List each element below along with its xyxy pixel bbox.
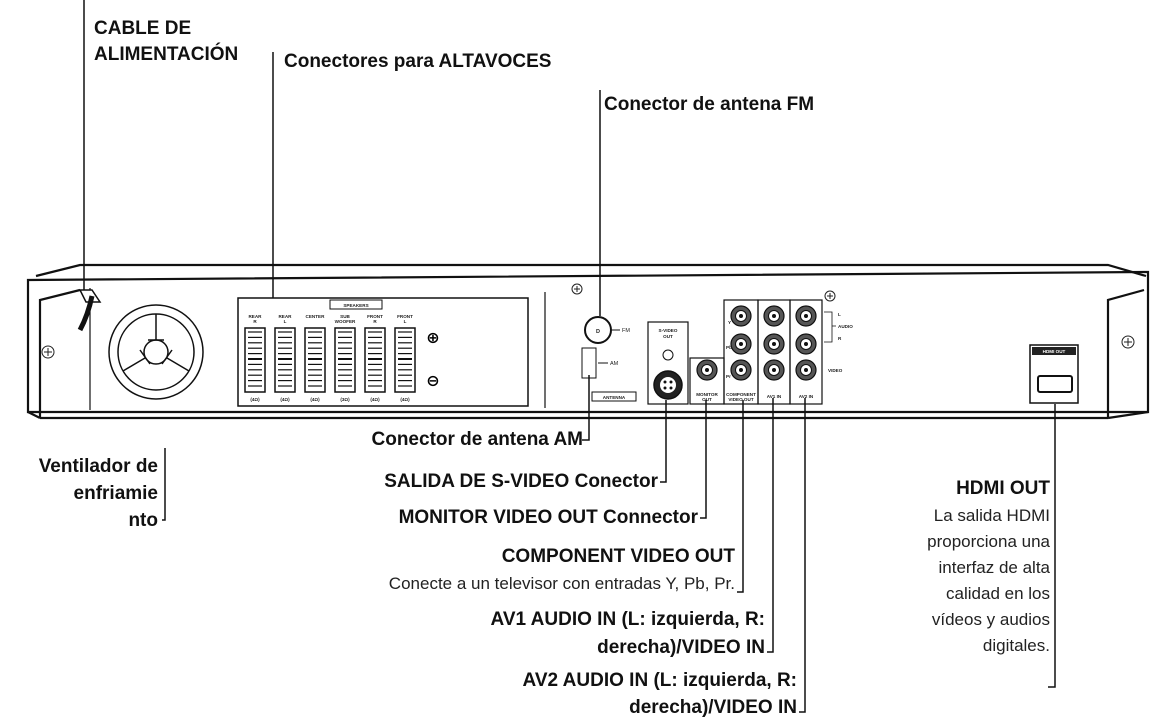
speaker-terminal: CENTER (4Ω) — [304, 314, 326, 402]
svideo-port: S-VIDEO OUT — [647, 321, 689, 405]
rca-jack-icon — [795, 305, 817, 327]
svg-text:OUT: OUT — [663, 334, 673, 339]
svg-text:(3Ω): (3Ω) — [340, 397, 350, 402]
svg-text:R: R — [253, 319, 257, 324]
svg-text:L: L — [838, 312, 841, 317]
speaker-connectors-label: Conectores para ALTAVOCES — [284, 51, 552, 72]
rca-jack-icon — [730, 333, 752, 355]
av2-in-label-line2: derecha)/VIDEO IN — [629, 697, 797, 718]
svg-text:R: R — [838, 336, 842, 341]
cooling-fan-icon — [108, 304, 204, 400]
svg-text:OUT: OUT — [702, 397, 712, 402]
minus-mark: ⊖ — [426, 371, 439, 390]
svg-text:FRONT: FRONT — [397, 314, 413, 319]
rca-jack-icon — [795, 359, 817, 381]
svg-text:S-VIDEO: S-VIDEO — [659, 328, 678, 333]
monitor-video-out-label: MONITOR VIDEO OUT Connector — [398, 507, 698, 528]
rca-jack-icon — [763, 305, 785, 327]
plus-mark: ⊕ — [426, 328, 439, 347]
svg-text:L: L — [404, 319, 407, 324]
svg-text:VIDEO: VIDEO — [828, 368, 843, 373]
cooling-fan-label-line2: enfriamie — [73, 483, 158, 504]
svg-text:Y: Y — [728, 320, 731, 325]
hdmi-desc-line6: digitales. — [982, 636, 1050, 655]
power-cable-icon — [77, 289, 102, 332]
hdmi-out-title: HDMI OUT — [956, 478, 1050, 499]
fm-mark: FM — [622, 328, 630, 334]
svg-text:VIDEO OUT: VIDEO OUT — [728, 397, 753, 402]
am-antenna-label: Conector de antena AM — [371, 429, 584, 450]
antenna-mark: ANTENNA — [603, 395, 626, 400]
svg-text:R: R — [373, 319, 377, 324]
svg-text:AUDIO: AUDIO — [838, 324, 853, 329]
hdmi-desc-line2: proporciona una — [927, 532, 1050, 551]
hdmi-desc-line3: interfaz de alta — [938, 558, 1050, 577]
power-cable-label-line1: CABLE DE — [94, 18, 192, 39]
speaker-terminal-block: SPEAKERS REARR(4Ω)REARL(4Ω)CENTER(4Ω)SUB… — [237, 297, 529, 407]
av1-in-label-line2: derecha)/VIDEO IN — [597, 637, 765, 658]
svg-text:AV1 IN: AV1 IN — [767, 394, 782, 399]
component-video-out-description: Conecte a un televisor con entradas Y, P… — [388, 574, 735, 593]
power-cable-label-line2: ALIMENTACIÓN — [94, 44, 239, 65]
svg-text:SUB: SUB — [340, 314, 350, 319]
chassis — [26, 263, 1150, 420]
hdmi-desc-line1: La salida HDMI — [933, 506, 1050, 525]
av-jack-block: MONITOR OUT COMPONENT VIDEO OUT Y Pb Pr … — [689, 299, 853, 405]
svg-text:WOOFER: WOOFER — [335, 319, 356, 324]
svg-text:(4Ω): (4Ω) — [370, 397, 380, 402]
rca-jack-icon — [763, 333, 785, 355]
fm-antenna-label: Conector de antena FM — [604, 94, 815, 115]
svg-text:MONITOR: MONITOR — [696, 392, 718, 397]
screw-icon — [41, 283, 1135, 359]
rca-jack-icon — [763, 359, 785, 381]
svg-text:(4Ω): (4Ω) — [280, 397, 290, 402]
svg-text:CENTER: CENTER — [306, 314, 326, 319]
hdmi-port: HDMI OUT — [1029, 344, 1079, 404]
rca-jack-icon — [795, 333, 817, 355]
svg-text:Pr: Pr — [726, 374, 731, 379]
svg-text:REAR: REAR — [278, 314, 292, 319]
av2-in-label-line1: AV2 AUDIO IN (L: izquierda, R: — [522, 670, 797, 691]
hdmi-desc-line4: calidad en los — [946, 584, 1050, 603]
svg-text:L: L — [284, 319, 287, 324]
antenna-block: D FM AM ANTENNA — [581, 316, 637, 402]
svg-text:(4Ω): (4Ω) — [310, 397, 320, 402]
svg-text:REAR: REAR — [248, 314, 262, 319]
speakers-header: SPEAKERS — [343, 303, 368, 308]
component-video-out-title: COMPONENT VIDEO OUT — [501, 546, 735, 567]
svg-text:(4Ω): (4Ω) — [250, 397, 260, 402]
hdmi-desc-line5: vídeos y audios — [931, 610, 1050, 629]
svg-text:FRONT: FRONT — [367, 314, 383, 319]
svg-text:(4Ω): (4Ω) — [400, 397, 410, 402]
svg-text:COMPONENT: COMPONENT — [726, 392, 756, 397]
cooling-fan-label-line1: Ventilador de — [38, 456, 158, 477]
svideo-out-label: SALIDA DE S-VIDEO Conector — [384, 471, 658, 492]
cooling-fan-label-line3: nto — [128, 510, 158, 531]
leader-lines — [83, 0, 1056, 713]
svg-text:D: D — [596, 329, 600, 335]
svg-text:AV2 IN: AV2 IN — [799, 394, 814, 399]
av1-in-label-line1: AV1 AUDIO IN (L: izquierda, R: — [490, 609, 765, 630]
svg-text:HDMI OUT: HDMI OUT — [1043, 349, 1066, 354]
am-mark: AM — [610, 361, 619, 367]
svg-text:Pb: Pb — [726, 345, 732, 350]
rca-jack-icon — [730, 359, 752, 381]
rca-jack-icon — [730, 305, 752, 327]
rca-jack-icon — [696, 359, 718, 381]
